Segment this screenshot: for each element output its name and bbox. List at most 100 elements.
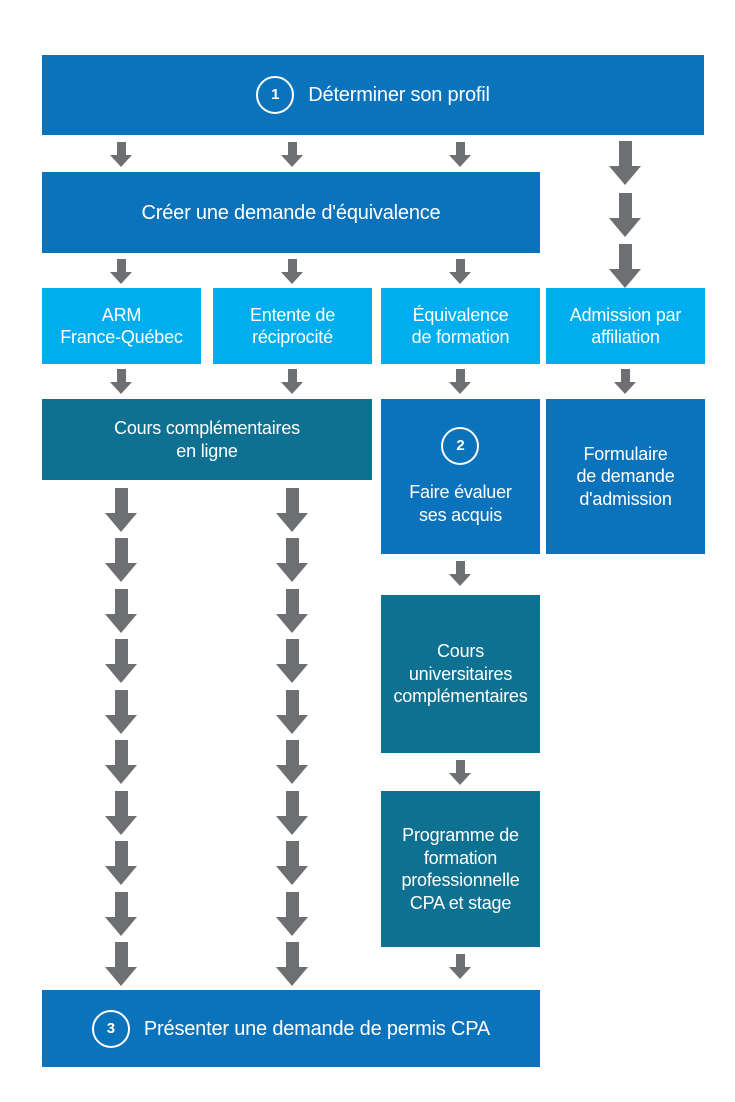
arrow-down-icon [614, 369, 636, 394]
step3-number: 3 [106, 1019, 116, 1037]
arrow-head [609, 269, 641, 288]
arrow-stem [285, 841, 299, 867]
cours-universitaires-label: Cours universitaires complémentaires [393, 641, 528, 707]
arm-france-quebec-label: ARM France-Québec [60, 304, 183, 348]
arrow-stem [114, 488, 128, 513]
arrow-head [449, 773, 471, 785]
arrow-stem [116, 369, 126, 382]
equivalence-formation-box: Équivalence de formation [381, 288, 540, 364]
arrow-head [609, 166, 641, 185]
arrow-head [110, 272, 132, 284]
arrow-down-icon [609, 192, 641, 237]
arrow-head [105, 916, 137, 936]
cours-universitaires-box: Cours universitaires complémentaires [381, 595, 540, 753]
step3-box: 3 Présenter une demande de permis CPA [42, 990, 540, 1067]
formulaire-admission-box: Formulaire de demande d'admission [546, 399, 705, 554]
arrow-down-icon [609, 244, 641, 288]
equivalence-request-box: Créer une demande d'équivalence [42, 172, 540, 253]
arrow-down-icon [105, 790, 137, 835]
arrow-stem [618, 192, 632, 218]
arrow-head [276, 916, 308, 936]
arrow-down-icon [281, 142, 303, 167]
step3-content: 3 Présenter une demande de permis CPA [91, 1009, 491, 1048]
admission-affiliation-label: Admission par affiliation [569, 304, 682, 348]
arrow-head [105, 966, 137, 986]
arrow-stem [285, 639, 299, 665]
arrow-head [105, 613, 137, 633]
arrow-stem [116, 259, 126, 272]
arrow-head [609, 217, 641, 237]
arrow-down-icon [276, 639, 308, 684]
arrow-stem [114, 588, 128, 614]
arrow-down-icon [449, 369, 471, 394]
arrow-stem [114, 740, 128, 766]
arrow-head [276, 513, 308, 532]
arrow-stem [287, 142, 297, 155]
arrow-down-icon [105, 941, 137, 986]
arrow-down-icon [276, 790, 308, 835]
arrow-stem [114, 841, 128, 867]
arrow-down-icon [105, 891, 137, 936]
arrow-down-icon [105, 538, 137, 583]
arrow-stem [285, 538, 299, 564]
arrow-head [449, 967, 471, 979]
arrow-head [449, 382, 471, 394]
step3-number-circle: 3 [91, 1009, 130, 1048]
arrow-down-icon [110, 142, 132, 167]
arrow-stem [455, 142, 465, 155]
arrow-head [105, 714, 137, 734]
arrow-down-icon [105, 488, 137, 532]
step1-box: 1 Déterminer son profil [42, 55, 704, 135]
arrow-down-icon [609, 141, 641, 185]
left-arrow-chain [105, 488, 137, 986]
arrow-down-icon [105, 639, 137, 684]
arrow-head [105, 866, 137, 886]
arrow-down-icon [281, 259, 303, 284]
arrow-stem [285, 740, 299, 766]
arrow-stem [455, 259, 465, 272]
arrow-stem [285, 689, 299, 715]
arrow-head [105, 563, 137, 583]
step2-label: Faire évaluer ses acquis [409, 482, 512, 525]
arrow-head [105, 513, 137, 532]
entente-reciprocite-label: Entente de réciprocité [249, 304, 336, 348]
arrow-down-icon [105, 689, 137, 734]
arrow-head [276, 966, 308, 986]
arrow-head [276, 664, 308, 684]
admission-affiliation-box: Admission par affiliation [546, 288, 705, 364]
arrow-head [276, 866, 308, 886]
step1-number: 1 [271, 86, 280, 103]
arrow-down-icon [105, 740, 137, 785]
arrow-down-icon [449, 259, 471, 284]
middle-arrow-chain [276, 488, 308, 986]
equivalence-request-label: Créer une demande d'équivalence [141, 201, 441, 224]
arrow-stem [114, 790, 128, 816]
arrow-down-icon [449, 954, 471, 979]
arrow-head [110, 382, 132, 394]
step2-box: 2 Faire évaluer ses acquis [381, 399, 540, 554]
step2-number: 2 [456, 436, 465, 454]
arrow-head [449, 574, 471, 586]
arrow-head [281, 155, 303, 167]
arm-france-quebec-box: ARM France-Québec [42, 288, 201, 364]
arrow-head [281, 382, 303, 394]
arrow-head [276, 765, 308, 785]
arrow-down-icon [105, 588, 137, 633]
arrow-head [614, 382, 636, 394]
step3-label: Présenter une demande de permis CPA [143, 1017, 491, 1040]
step1-content: 1 Déterminer son profil [256, 76, 490, 114]
arrow-down-icon [276, 740, 308, 785]
arrow-stem [620, 369, 630, 382]
step1-number-circle: 1 [256, 76, 295, 114]
arrow-down-icon [276, 538, 308, 583]
arrow-stem [114, 941, 128, 967]
arrow-down-icon [449, 142, 471, 167]
programme-formation-label: Programme de formation professionnelle C… [401, 825, 520, 913]
arrow-stem [455, 954, 465, 967]
arrow-down-icon [276, 891, 308, 936]
arrow-stem [285, 790, 299, 816]
arrow-down-icon [276, 689, 308, 734]
affiliation-arrow-chain [609, 141, 641, 288]
arrow-head [449, 272, 471, 284]
